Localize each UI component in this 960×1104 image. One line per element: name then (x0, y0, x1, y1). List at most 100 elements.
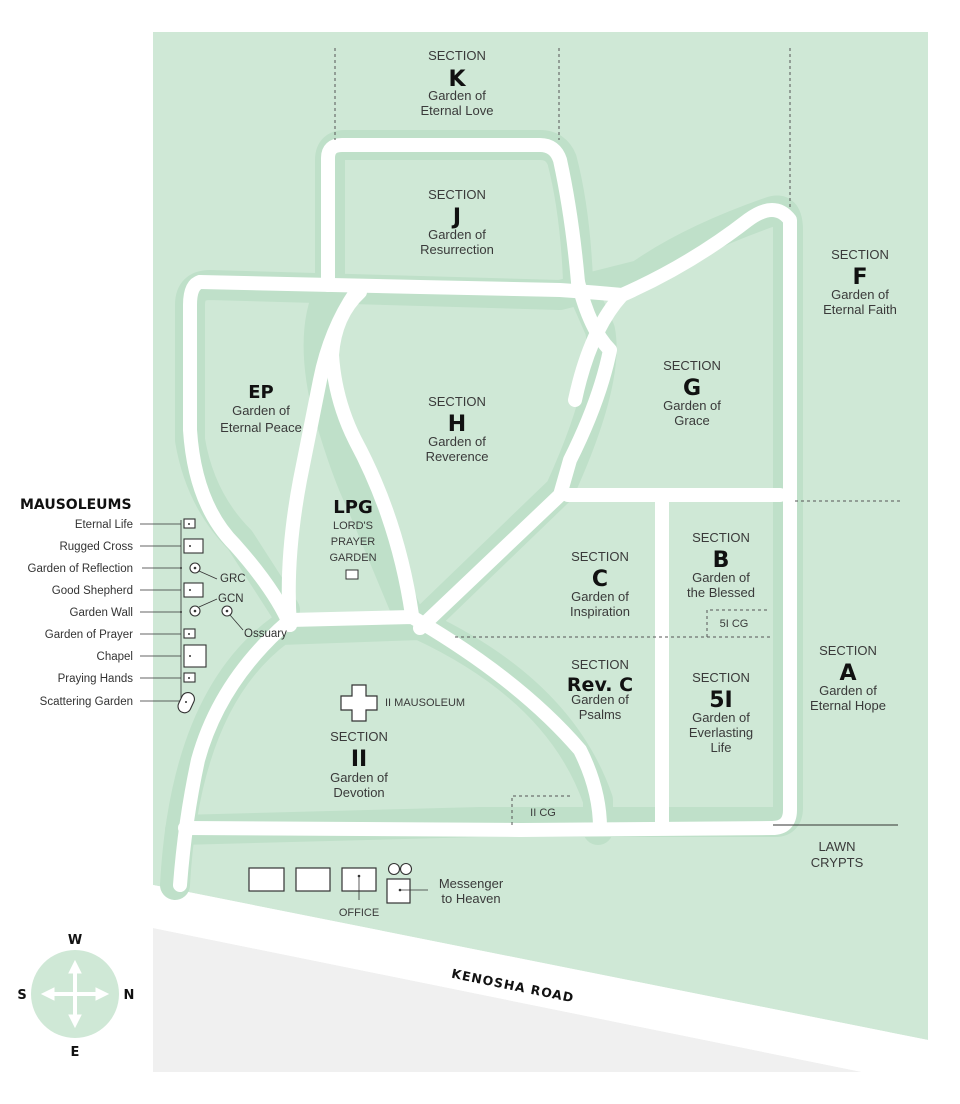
section-b-prefix: SECTION (692, 530, 750, 545)
mausoleums-legend: MAUSOLEUMS Eternal Life Rugged Cross Gar… (20, 497, 287, 714)
compass-w: W (68, 933, 82, 948)
section-j-prefix: SECTION (428, 187, 486, 202)
office-label: OFFICE (339, 907, 379, 919)
gcn-label: GCN (218, 593, 244, 605)
section-g-name2: Grace (674, 413, 709, 428)
section-h-code: H (448, 412, 466, 437)
section-5i-name2: Everlasting (689, 725, 753, 740)
section-5i[interactable]: SECTION 5I Garden of Everlasting Life (689, 670, 753, 755)
mausoleum-praying-hands[interactable]: Praying Hands (58, 673, 134, 685)
section-5i-prefix: SECTION (692, 670, 750, 685)
section-j-name2: Resurrection (420, 242, 494, 257)
section-b-code: B (713, 548, 730, 573)
section-h-name1: Garden of (428, 434, 486, 449)
mausoleum-chapel[interactable]: Chapel (97, 651, 133, 663)
section-j-name1: Garden of (428, 227, 486, 242)
section-ep[interactable]: EP Garden of Eternal Peace (220, 382, 302, 435)
section-ii-name2: Devotion (333, 785, 384, 800)
mausoleum-garden-of-reflection[interactable]: Garden of Reflection (28, 563, 133, 575)
section-a-name1: Garden of (819, 683, 877, 698)
section-k[interactable]: SECTION K Garden of Eternal Love (421, 48, 494, 118)
section-a-prefix: SECTION (819, 643, 877, 658)
cross-icon (340, 684, 378, 722)
grc-label: GRC (220, 573, 246, 585)
section-k-name2: Eternal Love (421, 103, 494, 118)
building (248, 867, 285, 892)
section-lpg[interactable]: LPG LORD'S PRAYER GARDEN (329, 497, 377, 580)
section-g-name1: Garden of (663, 398, 721, 413)
section-f-name1: Garden of (831, 287, 889, 302)
ossuary-label: Ossuary (244, 628, 287, 640)
section-k-code: K (448, 67, 466, 92)
compass-n: N (124, 988, 135, 1003)
section-f-prefix: SECTION (831, 247, 889, 262)
section-g[interactable]: SECTION G Garden of Grace (663, 358, 721, 428)
section-a-name2: Eternal Hope (810, 698, 886, 713)
lawn-crypts-label-2: CRYPTS (811, 855, 864, 870)
section-rev-c[interactable]: SECTION Rev. C Garden of Psalms (567, 657, 633, 722)
section-5i-name3: Life (711, 740, 732, 755)
office-buildings[interactable]: OFFICE (248, 867, 379, 919)
section-lpg-name2: PRAYER (331, 536, 375, 548)
section-b[interactable]: SECTION B Garden of the Blessed (687, 530, 755, 600)
compass-e: E (71, 1045, 80, 1060)
mausoleums-title: MAUSOLEUMS (20, 497, 132, 513)
mausoleum-garden-of-prayer[interactable]: Garden of Prayer (45, 629, 133, 641)
messenger-label-1: Messenger (439, 876, 504, 891)
section-revc-code: Rev. C (567, 674, 633, 696)
section-c-prefix: SECTION (571, 549, 629, 564)
section-f[interactable]: SECTION F Garden of Eternal Faith (823, 247, 897, 317)
compass: W S N E (17, 933, 134, 1060)
section-f-name2: Eternal Faith (823, 302, 897, 317)
mausoleum-scattering-garden[interactable]: Scattering Garden (40, 696, 133, 708)
cg-5i-label: 5I CG (720, 618, 749, 630)
section-a-code: A (839, 661, 856, 686)
mausoleum-marker (183, 538, 204, 554)
messenger-label-2: to Heaven (441, 891, 500, 906)
section-revc-prefix: SECTION (571, 657, 629, 672)
section-k-prefix: SECTION (428, 48, 486, 63)
section-k-name1: Garden of (428, 88, 486, 103)
section-ep-code: EP (248, 382, 274, 403)
section-c[interactable]: SECTION C Garden of Inspiration (570, 549, 630, 619)
marker-circle (387, 862, 401, 876)
section-ep-name2: Eternal Peace (220, 420, 302, 435)
compass-arrows-icon (40, 959, 110, 1029)
lpg-marker (345, 569, 359, 580)
mausoleum-rugged-cross[interactable]: Rugged Cross (59, 541, 133, 553)
lawn-crypts-label-1: LAWN (818, 839, 855, 854)
messenger-to-heaven[interactable]: Messenger to Heaven (386, 862, 504, 907)
section-ii[interactable]: SECTION II Garden of Devotion (330, 729, 388, 800)
section-f-code: F (852, 265, 867, 290)
building (295, 867, 331, 892)
section-revc-name1: Garden of (571, 692, 629, 707)
section-c-name1: Garden of (571, 589, 629, 604)
compass-s: S (17, 988, 26, 1003)
mausoleum-marker (183, 644, 207, 668)
mausoleum-eternal-life[interactable]: Eternal Life (75, 519, 133, 531)
ii-mausoleum-label: II MAUSOLEUM (385, 697, 465, 709)
section-revc-name2: Psalms (579, 707, 622, 722)
section-5i-name1: Garden of (692, 710, 750, 725)
section-c-name2: Inspiration (570, 604, 630, 619)
section-ii-name1: Garden of (330, 770, 388, 785)
marker-circle (399, 862, 413, 876)
ii-mausoleum[interactable]: II MAUSOLEUM (340, 684, 465, 722)
mausoleum-marker (183, 582, 204, 598)
section-b-name1: Garden of (692, 570, 750, 585)
section-ii-prefix: SECTION (330, 729, 388, 744)
section-j[interactable]: SECTION J Garden of Resurrection (420, 187, 494, 257)
mausoleum-good-shepherd[interactable]: Good Shepherd (52, 585, 133, 597)
kenosha-road (153, 885, 928, 1072)
mausoleum-garden-wall[interactable]: Garden Wall (70, 607, 134, 619)
section-h-prefix: SECTION (428, 394, 486, 409)
section-h[interactable]: SECTION H Garden of Reverence (426, 394, 489, 464)
section-ii-code: II (351, 747, 367, 772)
section-a[interactable]: SECTION A Garden of Eternal Hope (810, 643, 886, 713)
section-g-code: G (683, 376, 701, 401)
messenger-building (386, 878, 411, 904)
roads (173, 138, 797, 892)
section-h-name2: Reverence (426, 449, 489, 464)
section-lpg-code: LPG (333, 497, 372, 518)
